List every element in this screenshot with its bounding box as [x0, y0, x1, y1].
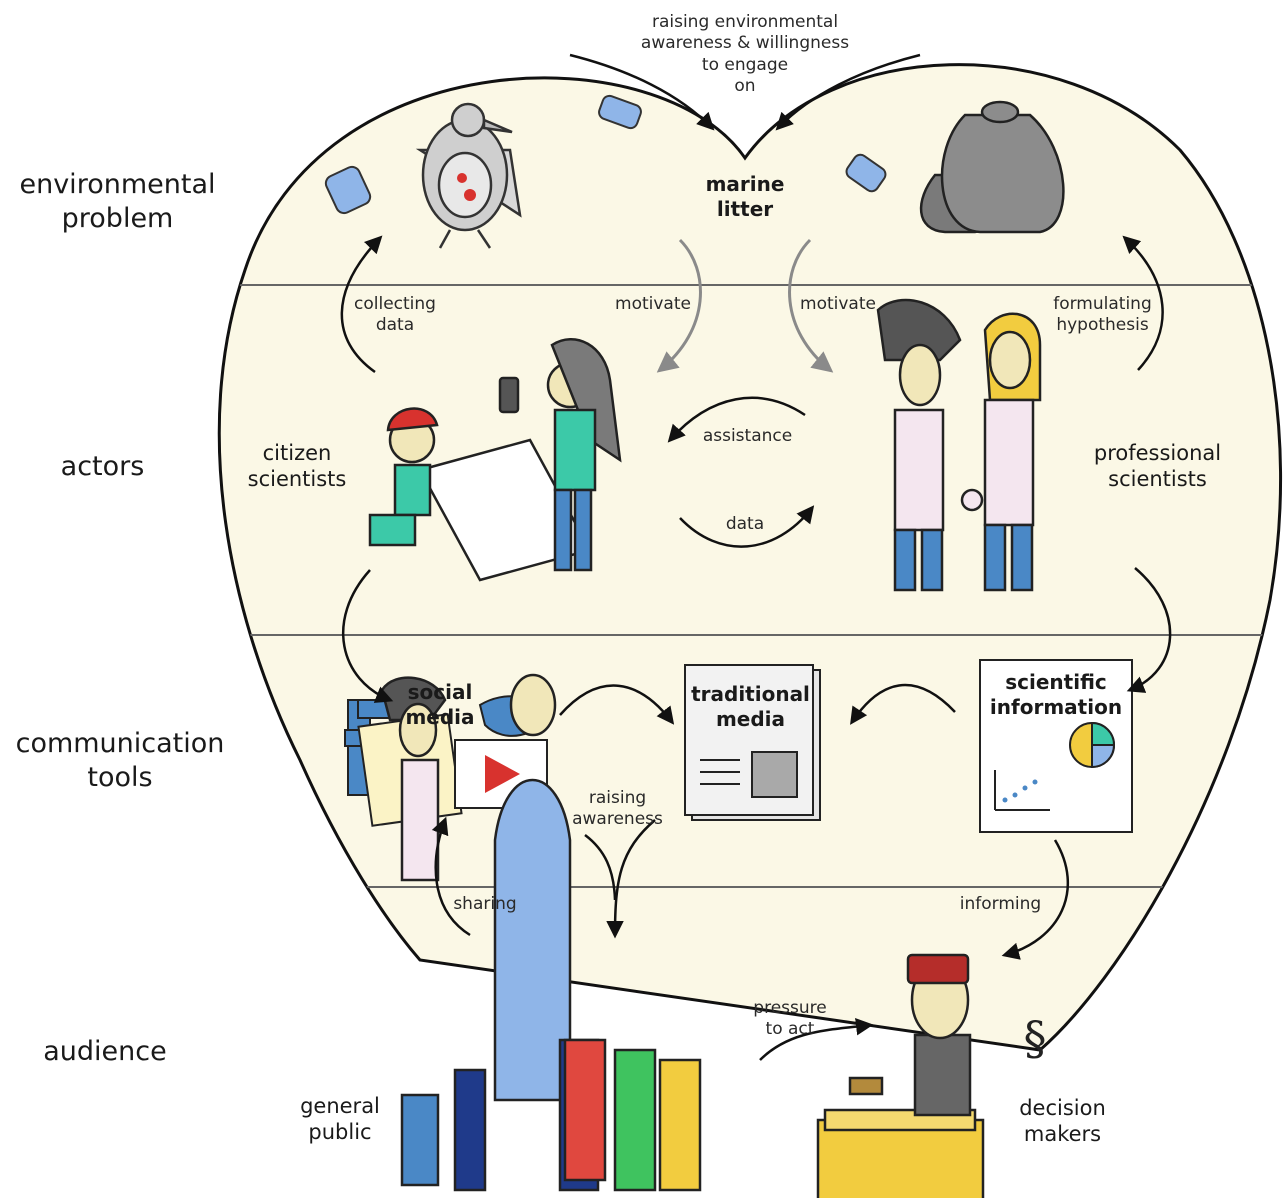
- row-label-actors: actors: [60, 451, 145, 482]
- motivate-arrows: [656, 238, 834, 373]
- arrow-citizen-to-social: [341, 569, 394, 703]
- row-dividers: [219, 284, 1281, 888]
- arrow-raising-awareness-right: [775, 53, 921, 131]
- traditional-media-illustration: [684, 664, 821, 821]
- node-social-media: social media: [405, 680, 475, 729]
- arrow-informing: [1001, 839, 1070, 960]
- node-decision-makers: decision makers: [1019, 1096, 1106, 1147]
- bird-illustration: [415, 102, 522, 249]
- row-label-communication-tools: communication tools: [15, 728, 225, 793]
- node-marine-litter: marine litter: [705, 172, 785, 221]
- node-citizen-scientists: citizen scientists: [247, 441, 347, 492]
- arrow-scientific-to-traditional: [850, 683, 956, 725]
- edge-formulating-hypothesis: formulating hypothesis: [1053, 294, 1152, 336]
- edge-informing: informing: [959, 894, 1042, 914]
- arrow-motivate-right: [788, 238, 834, 373]
- node-scientific-information: scientific information: [989, 670, 1123, 719]
- edge-raising-environmental-awareness: raising environmental awareness & willin…: [640, 12, 850, 96]
- edge-raising-awareness: raising awareness: [572, 788, 663, 830]
- node-traditional-media: traditional media: [691, 682, 810, 731]
- row-label-audience: audience: [43, 1036, 167, 1067]
- arrow-formulating-hypothesis: [1122, 235, 1164, 371]
- arrow-raising-awareness-left: [569, 53, 715, 131]
- edge-collecting-data: collecting data: [354, 294, 436, 336]
- edge-data: data: [725, 514, 765, 534]
- row-label-environmental-problem: environmental problem: [19, 169, 216, 234]
- arrows: [340, 53, 1172, 1061]
- arrow-professional-to-scientific: [1126, 567, 1172, 693]
- edge-assistance: assistance: [702, 426, 793, 446]
- edge-sharing: sharing: [453, 894, 517, 914]
- professional-scientists-illustration: [876, 298, 1042, 592]
- arrow-assistance: [667, 396, 806, 443]
- arrow-raising-awareness: [606, 819, 656, 939]
- decision-makers-illustration: [816, 953, 985, 1198]
- arrow-sharing: [431, 816, 471, 937]
- bottle-illustrations: [324, 94, 887, 215]
- edge-motivate-left: motivate: [615, 294, 691, 314]
- general-public-illustration: [380, 673, 702, 1192]
- section-sign-symbol: §: [1023, 1011, 1047, 1065]
- edge-motivate-right: motivate: [800, 294, 876, 314]
- node-general-public: general public: [300, 1094, 380, 1145]
- arrow-raising-awareness-b: [584, 834, 617, 901]
- edge-pressure-to-act: pressure to act: [753, 998, 827, 1040]
- scientific-information-illustration: [979, 659, 1133, 833]
- bin-bags-illustration: [919, 100, 1065, 234]
- arrow-collecting-data: [340, 235, 383, 374]
- arrow-data: [679, 505, 815, 548]
- arrow-motivate-left: [656, 238, 702, 373]
- citizen-scientists-illustration: [368, 338, 622, 582]
- node-professional-scientists: professional scientists: [1093, 441, 1222, 492]
- arrow-pressure-to-act: [759, 1018, 874, 1061]
- arrow-social-to-traditional: [559, 684, 675, 725]
